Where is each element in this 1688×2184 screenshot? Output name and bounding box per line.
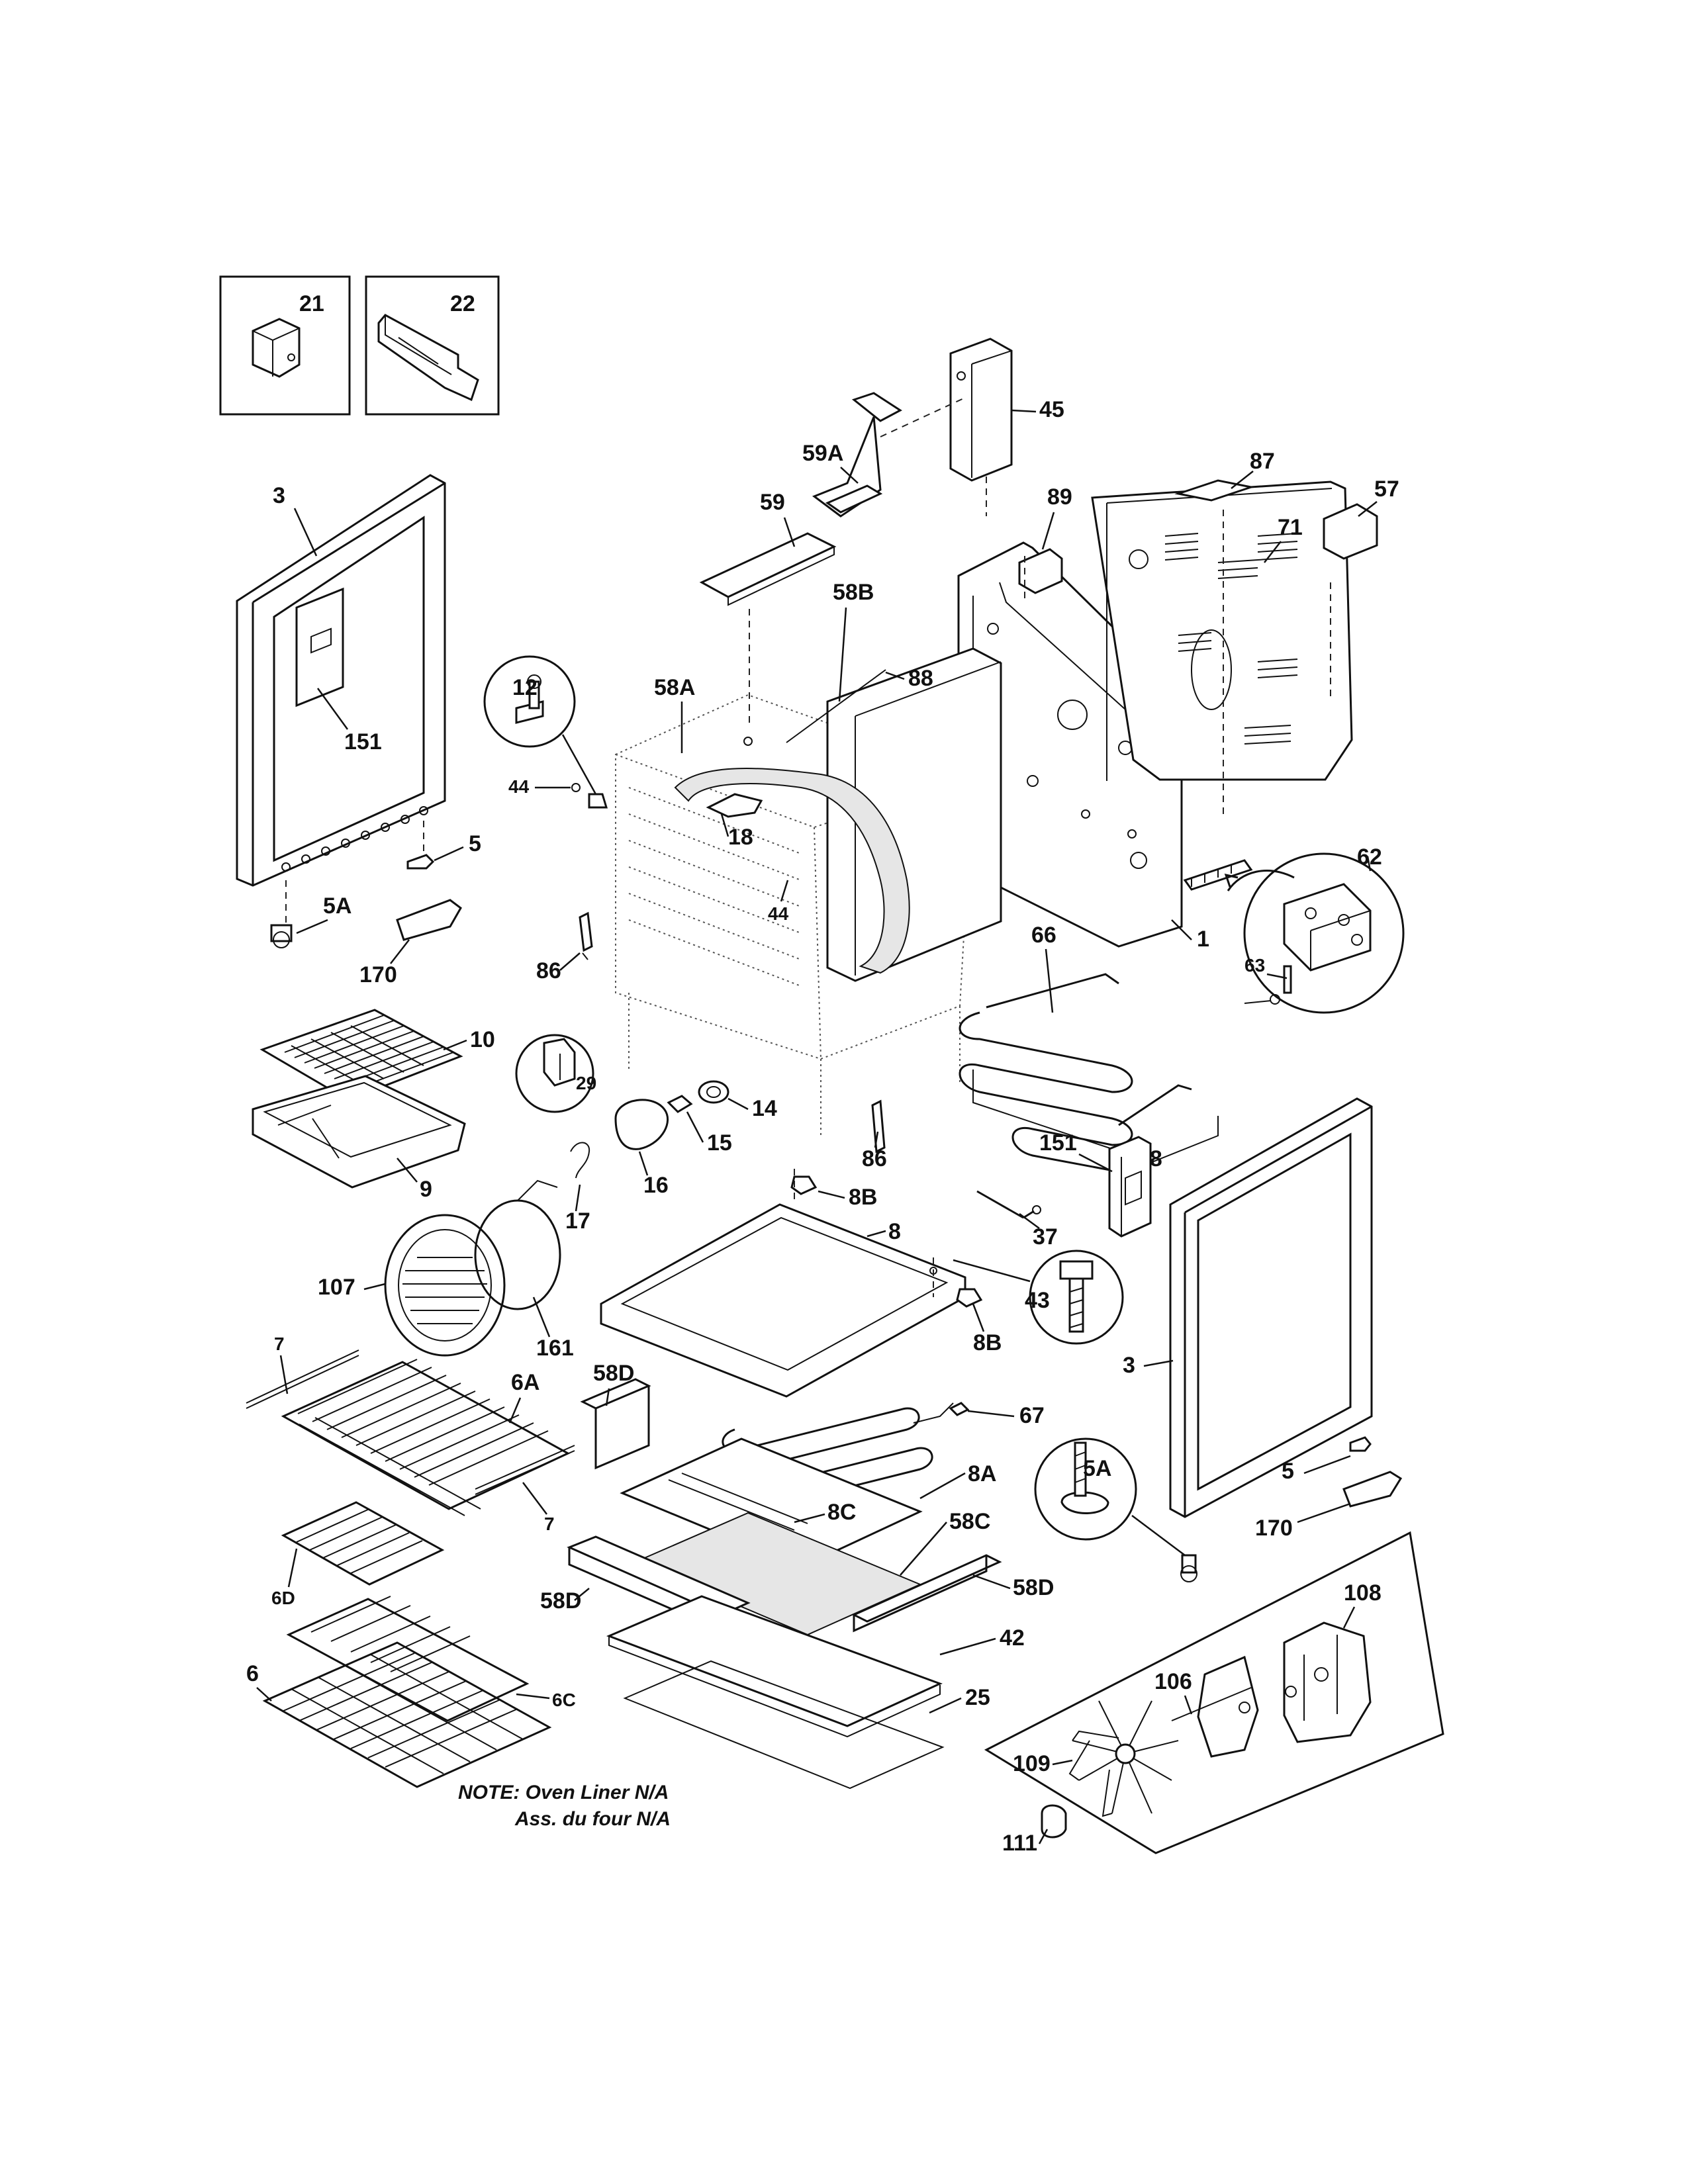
callout-37: 37 (1033, 1224, 1058, 1250)
callout-58b: 58B (833, 580, 874, 605)
leveling-leg-left: 5 5A 170 (270, 831, 481, 987)
callout-29: 29 (576, 1073, 596, 1093)
callout-17: 17 (565, 1208, 590, 1234)
callout-106: 106 (1154, 1669, 1192, 1694)
callout-6a: 6A (511, 1370, 539, 1395)
callout-18: 18 (728, 825, 753, 850)
callout-5a-right: 5A (1083, 1456, 1111, 1481)
callout-170-right: 170 (1255, 1516, 1293, 1541)
left-side-panel: 3 151 (236, 474, 446, 927)
rear-panels: 89 87 57 71 1 (957, 449, 1399, 952)
callout-59a: 59A (802, 441, 843, 466)
callout-45: 45 (1039, 397, 1064, 422)
callout-107: 107 (318, 1275, 355, 1300)
callout-12: 12 (512, 675, 538, 700)
wire-37: 37 (976, 1190, 1058, 1250)
callout-25: 25 (965, 1685, 990, 1710)
callout-3-left: 3 (273, 483, 285, 508)
duct-parts: 45 59A 59 (699, 338, 1064, 728)
callout-15: 15 (707, 1130, 732, 1156)
oven-cavity: 58B 88 58A 18 44 (615, 580, 1002, 1138)
callout-44-mid: 44 (768, 903, 789, 924)
callout-6c: 6C (552, 1690, 576, 1710)
inset-part-21: 21 (219, 275, 351, 416)
callout-1: 1 (1197, 927, 1209, 952)
callout-57: 57 (1374, 477, 1399, 502)
oven-racks: 7 6A 7 6D 6C 6 (246, 1334, 576, 1788)
bracket-86: 86 86 (536, 911, 887, 1171)
oven-lamp-socket: 12 44 (483, 655, 608, 809)
callout-42: 42 (1000, 1625, 1025, 1651)
bake-element-assembly: 67 58D 8A 8C 58C 58D 58D 42 25 (540, 1361, 1054, 1790)
callout-7-bottom: 7 (544, 1514, 555, 1534)
callout-108: 108 (1344, 1580, 1382, 1606)
callout-22: 22 (450, 291, 475, 316)
callout-111: 111 (1002, 1831, 1037, 1856)
callout-71: 71 (1278, 515, 1303, 540)
callout-170-left: 170 (359, 962, 397, 987)
callout-5-right: 5 (1282, 1459, 1294, 1484)
callout-66: 66 (1031, 923, 1056, 948)
note-line-2: Ass. du four N/A (514, 1808, 671, 1830)
callout-88: 88 (908, 666, 933, 691)
callout-43: 43 (1025, 1288, 1050, 1313)
oven-bottom: 8B 8 8B 43 (600, 1169, 1124, 1398)
terminal-block-detail: 62 63 (1183, 844, 1405, 1014)
note-block: NOTE: Oven Liner N/A Ass. du four N/A (458, 1782, 671, 1830)
broiler-pan: 10 9 (252, 1009, 495, 1202)
inset-part-22: 22 (365, 275, 500, 416)
callout-6d: 6D (271, 1588, 295, 1608)
light-parts: 29 14 15 16 17 (515, 1034, 777, 1234)
callout-14: 14 (752, 1096, 777, 1121)
callout-67: 67 (1019, 1403, 1045, 1428)
callout-58d-left: 58D (540, 1588, 581, 1614)
callout-63: 63 (1244, 955, 1265, 976)
fan-cover: 107 161 (318, 1179, 574, 1361)
callout-8b-bottom: 8B (973, 1330, 1002, 1355)
callout-10: 10 (470, 1027, 495, 1052)
callout-58c: 58C (949, 1509, 990, 1534)
callout-161: 161 (536, 1336, 574, 1361)
leveling-leg-detail: 5A (1034, 1437, 1197, 1582)
callout-89: 89 (1047, 484, 1072, 510)
callout-151-left: 151 (344, 729, 382, 754)
broil-element: 66 68 (959, 923, 1219, 1177)
callout-8b-top: 8B (849, 1185, 877, 1210)
callout-21: 21 (299, 291, 324, 316)
callout-6: 6 (246, 1661, 259, 1686)
callout-58d-left-top: 58D (593, 1361, 634, 1386)
callout-5a-left: 5A (323, 893, 352, 919)
callout-86-right: 86 (862, 1146, 887, 1171)
right-side-panel: 151 3 5 170 (1039, 1097, 1403, 1541)
callout-86-left: 86 (536, 958, 561, 983)
callout-58d-right: 58D (1013, 1575, 1054, 1600)
callout-8a: 8A (968, 1461, 996, 1486)
note-line-1: NOTE: Oven Liner N/A (458, 1782, 669, 1803)
callout-87: 87 (1250, 449, 1275, 474)
callout-109: 109 (1013, 1751, 1051, 1776)
callout-58a: 58A (654, 675, 695, 700)
callout-8: 8 (888, 1219, 901, 1244)
callout-5-left: 5 (469, 831, 481, 856)
callout-8c: 8C (827, 1500, 856, 1525)
callout-44-top: 44 (508, 776, 530, 797)
convection-fan-box: 108 106 109 111 (984, 1531, 1444, 1856)
callout-151-right: 151 (1039, 1130, 1077, 1156)
callout-16: 16 (643, 1173, 669, 1198)
callout-7-top: 7 (274, 1334, 285, 1354)
callout-59: 59 (760, 490, 785, 515)
callout-9: 9 (420, 1177, 432, 1202)
callout-3-right: 3 (1123, 1353, 1135, 1378)
